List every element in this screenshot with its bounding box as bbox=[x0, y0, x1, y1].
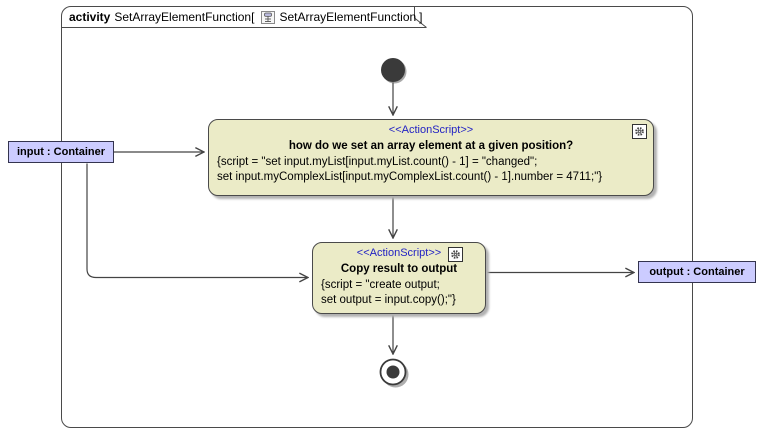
script-line: {script = "set input.myList[input.myList… bbox=[217, 156, 538, 168]
gear-icon[interactable] bbox=[632, 124, 647, 139]
frame-name-tab-outline bbox=[61, 6, 427, 28]
initial-node[interactable] bbox=[381, 58, 405, 82]
frame-activity-name: SetArrayElementFunction bbox=[114, 10, 252, 24]
frame-keyword: activity bbox=[69, 10, 111, 24]
activity-diagram-icon bbox=[261, 10, 276, 24]
frame-diagram-name: SetArrayElementFunction bbox=[279, 10, 417, 24]
input-parameter-node[interactable]: input : Container bbox=[8, 141, 114, 163]
action-node-title: Copy result to output bbox=[340, 263, 458, 275]
diagram-frame bbox=[61, 6, 693, 428]
frame-bracket-close: ] bbox=[419, 10, 423, 24]
script-line: set input.myComplexList[input.myComplexL… bbox=[217, 171, 603, 183]
frame-title: activity SetArrayElementFunction [ SetAr… bbox=[69, 9, 423, 25]
gear-icon[interactable] bbox=[448, 247, 463, 262]
script-line: {script = "create output; bbox=[321, 279, 440, 291]
action-node-copy-result[interactable]: <<ActionScript>> Copy result to output {… bbox=[312, 242, 486, 314]
action-node-title: how do we set an array element at a give… bbox=[288, 140, 574, 152]
activity-final-node-dot bbox=[386, 365, 400, 379]
frame-bracket-open: [ bbox=[251, 10, 255, 24]
stereotype-label: <<ActionScript>> bbox=[356, 247, 442, 259]
output-pin-label: output : Container bbox=[649, 266, 745, 278]
script-line: set output = input.copy();"} bbox=[321, 294, 456, 306]
edge-input-to-action2[interactable] bbox=[86, 163, 308, 278]
stereotype-label: <<ActionScript>> bbox=[388, 124, 474, 136]
action-node-set-array-element[interactable]: <<ActionScript>> how do we set an array … bbox=[208, 119, 654, 196]
input-pin-label: input : Container bbox=[17, 146, 105, 158]
output-parameter-node[interactable]: output : Container bbox=[638, 261, 756, 283]
